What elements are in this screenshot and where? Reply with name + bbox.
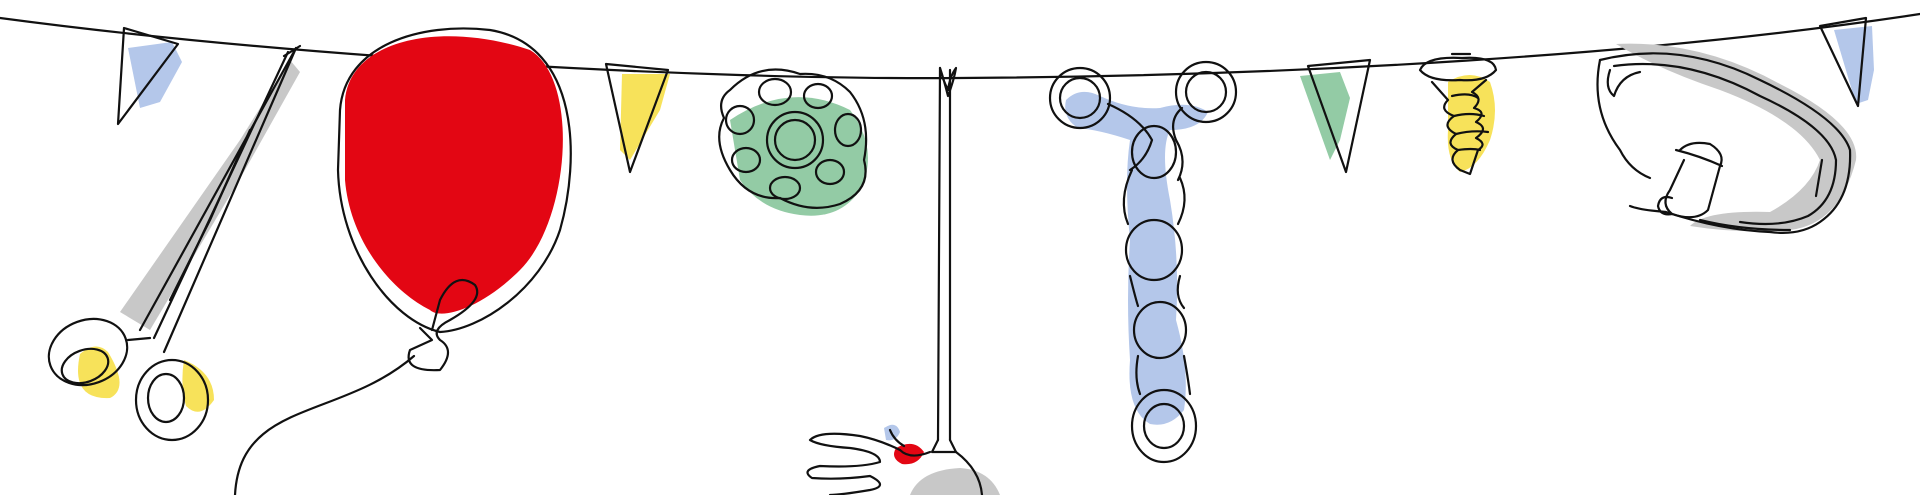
bone-plate-round <box>718 68 868 216</box>
bone-screw <box>1418 52 1498 176</box>
bunting-flag-blue-left <box>116 26 182 126</box>
bunting-flag-blue-right <box>1818 16 1874 108</box>
probe-instrument <box>806 66 1000 495</box>
acetabular-cup-implant <box>1596 43 1857 234</box>
y-bone-plate <box>1048 60 1238 464</box>
red-balloon <box>233 27 572 495</box>
bunting-flag-green <box>1300 58 1372 174</box>
surgical-scissors <box>47 44 302 442</box>
bunting-flag-yellow <box>604 62 670 174</box>
